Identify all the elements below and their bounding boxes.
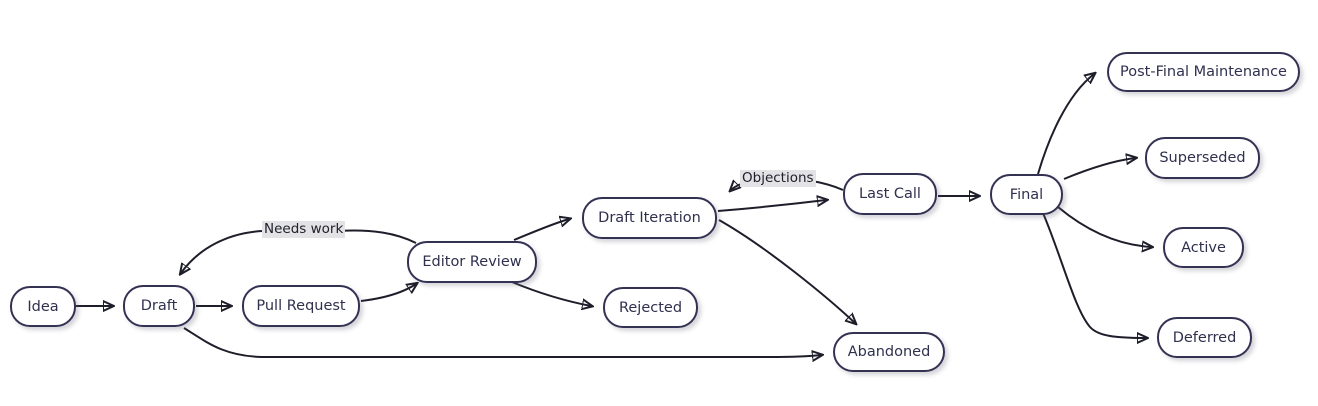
node-draft-iteration: Draft Iteration bbox=[582, 197, 717, 239]
node-abandoned-label: Abandoned bbox=[847, 344, 931, 360]
node-superseded: Superseded bbox=[1145, 137, 1260, 179]
edge-editor-review-draft-segment-left bbox=[181, 230, 263, 273]
edge-final-superseded bbox=[1063, 158, 1135, 180]
node-post-final-maintenance-label: Post-Final Maintenance bbox=[1120, 64, 1287, 80]
edge-draft-iteration-abandoned bbox=[718, 219, 855, 323]
node-draft-label: Draft bbox=[140, 298, 178, 314]
node-draft: Draft bbox=[123, 285, 195, 327]
edge-final-active bbox=[1057, 206, 1151, 247]
node-pull-request-label: Pull Request bbox=[256, 298, 346, 314]
node-last-call-label: Last Call bbox=[859, 186, 921, 202]
edge-draft-abandoned bbox=[183, 327, 821, 357]
node-last-call: Last Call bbox=[843, 173, 937, 215]
node-draft-iteration-label: Draft Iteration bbox=[598, 210, 701, 226]
node-superseded-label: Superseded bbox=[1159, 150, 1246, 166]
edge-label-objections: Objections bbox=[740, 170, 816, 187]
node-pull-request: Pull Request bbox=[242, 285, 360, 327]
node-active-label: Active bbox=[1181, 239, 1226, 256]
node-final-label: Final bbox=[1009, 186, 1044, 203]
node-post-final-maintenance: Post-Final Maintenance bbox=[1107, 52, 1300, 92]
edge-pull-request-editor-review bbox=[360, 284, 416, 302]
node-final: Final bbox=[990, 174, 1063, 215]
edge-editor-review-draft-segment-right bbox=[337, 229, 417, 244]
edge-editor-review-draft-iteration bbox=[513, 219, 569, 241]
node-editor-review-label: Editor Review bbox=[422, 254, 522, 270]
edge-last-call-draft-iteration-segment-right bbox=[811, 180, 844, 191]
node-idea-label: Idea bbox=[27, 298, 59, 315]
edge-label-needs-work: Needs work bbox=[262, 221, 346, 238]
node-rejected: Rejected bbox=[603, 287, 698, 328]
edge-final-post-final-maintenance bbox=[1037, 74, 1094, 175]
edge-draft-iteration-last-call bbox=[717, 200, 826, 212]
node-active: Active bbox=[1163, 227, 1244, 268]
edge-final-deferred bbox=[1042, 212, 1146, 338]
node-deferred-label: Deferred bbox=[1172, 329, 1237, 346]
node-abandoned: Abandoned bbox=[833, 332, 945, 372]
node-rejected-label: Rejected bbox=[618, 299, 683, 316]
node-editor-review: Editor Review bbox=[407, 241, 537, 283]
edge-editor-review-rejected bbox=[511, 281, 591, 306]
node-deferred: Deferred bbox=[1157, 317, 1252, 358]
node-idea: Idea bbox=[10, 286, 76, 327]
edge-last-call-draft-iteration-segment-left bbox=[731, 184, 741, 190]
